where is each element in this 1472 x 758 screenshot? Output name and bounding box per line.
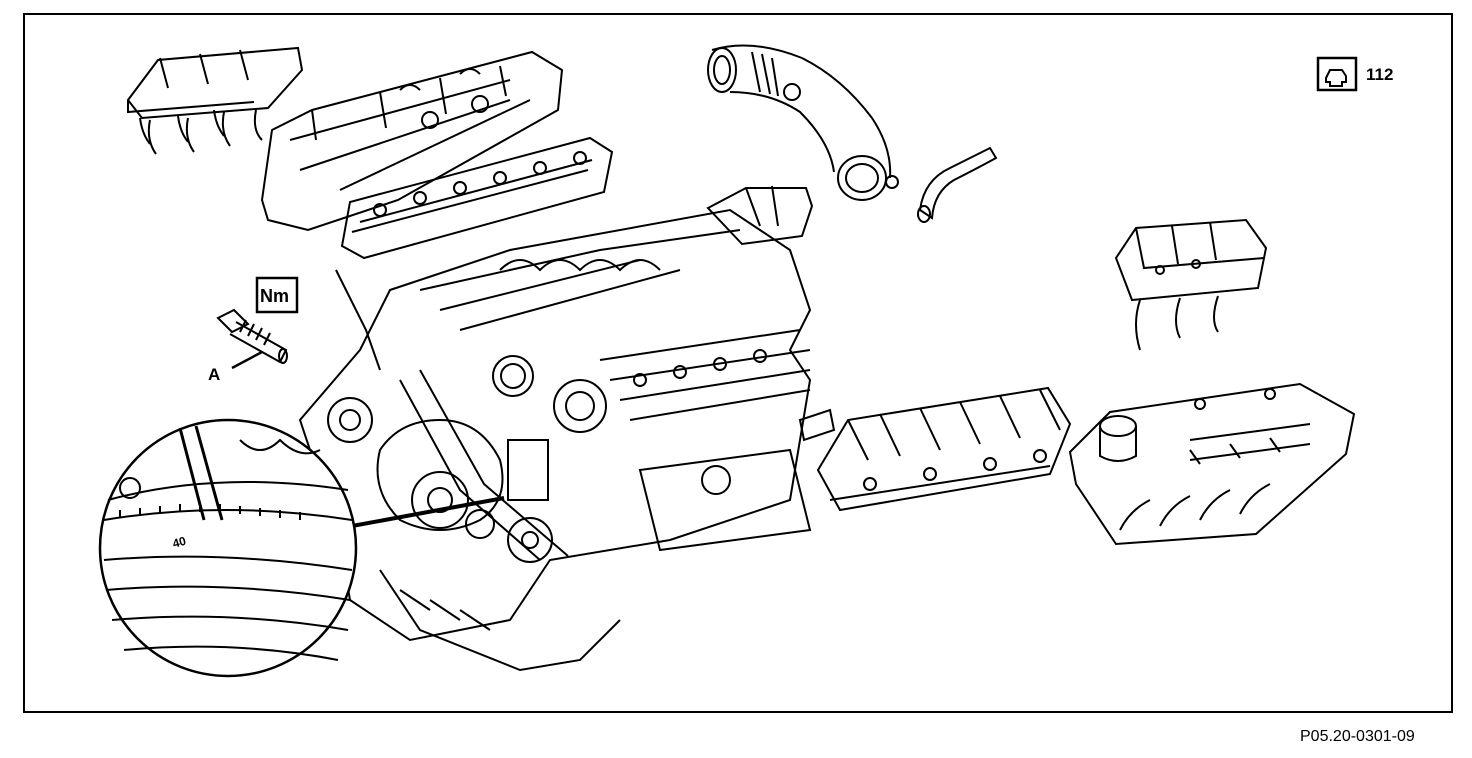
reference-code: P05.20-0301-09 xyxy=(1300,728,1415,745)
engine-code-label: 112 xyxy=(1366,65,1393,84)
coolant-hose xyxy=(917,146,998,223)
camshaft-rocker-assembly xyxy=(816,386,1072,512)
part-a-callout: A xyxy=(208,365,220,384)
heat-shield xyxy=(706,185,814,246)
part-a-bolt xyxy=(216,308,288,370)
engine-block xyxy=(298,208,836,672)
diagram-frame xyxy=(23,13,1453,713)
valve-cover-gasket xyxy=(340,136,614,260)
torque-nm-icon xyxy=(255,276,299,314)
ignition-coil-pack-left xyxy=(126,46,304,155)
engine-badge: 112 xyxy=(1316,56,1393,92)
magnifier-scale-label: 40 xyxy=(171,534,188,551)
intake-manifold-cover xyxy=(260,50,564,232)
air-intake-hose xyxy=(707,44,899,201)
magnifier-detail xyxy=(98,418,505,678)
torque-badge: Nm xyxy=(255,276,299,314)
ignition-coil-pack-right xyxy=(1114,218,1268,351)
cylinder-head-cover-right xyxy=(1068,382,1356,546)
engine-icon xyxy=(1316,56,1358,92)
torque-symbol-label: Nm xyxy=(260,286,289,306)
